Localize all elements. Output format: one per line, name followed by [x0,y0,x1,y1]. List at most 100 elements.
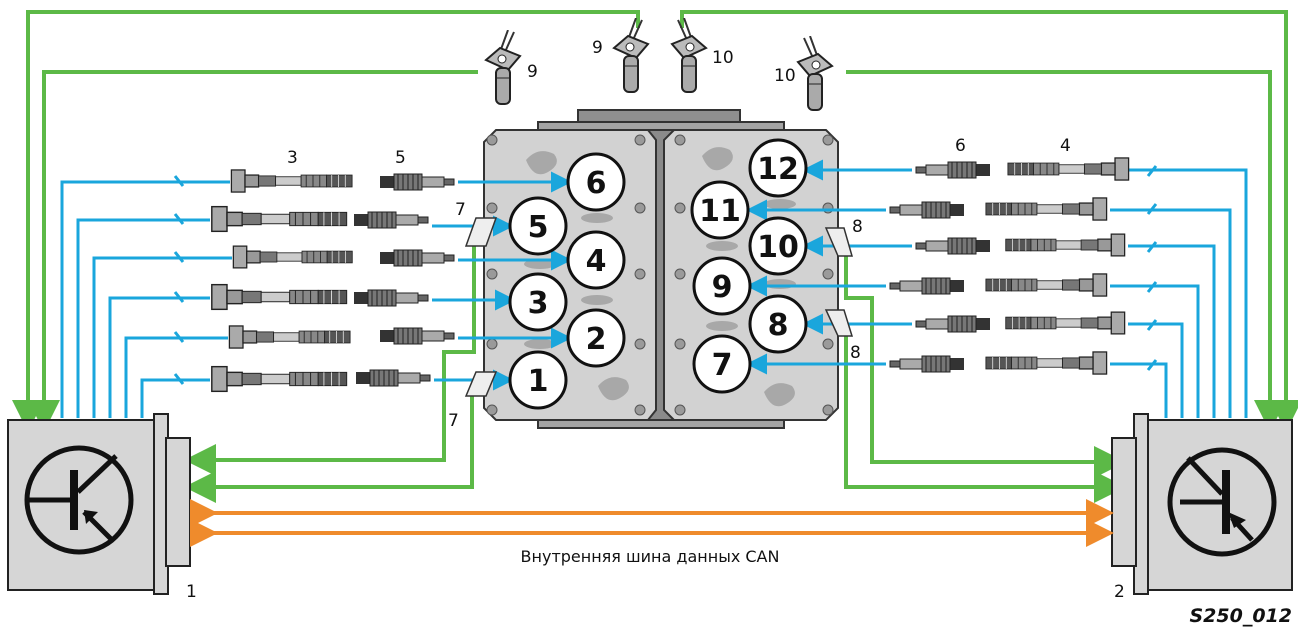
cylinder-6-label: 6 [586,166,607,201]
cylinder-3: 3 [508,272,568,332]
knock-sensor-right-bottom [824,309,854,337]
right-bank-components [889,157,1130,375]
lambda-sensors [485,18,833,111]
label-knock-left-bottom: 7 [448,411,459,431]
spark-plug-1 [355,369,431,387]
label-lambda-c: 10 [712,48,734,68]
wire-lambda-a [12,10,640,432]
ignition-coil-2 [228,325,351,349]
lambda-wires [12,10,1298,432]
wire-coil-10 [1128,244,1216,418]
ignition-coil-11 [985,197,1108,221]
spark-plug-11 [889,201,965,219]
wire-coil-3 [108,296,210,418]
cylinder-5-label: 5 [528,210,549,245]
left-coil-wires [60,175,232,418]
wire-knock-right-top [844,255,1126,478]
spark-plug-7 [889,355,965,373]
right-coil-wires [1110,165,1248,418]
wire-coil-8 [1128,322,1184,418]
spark-plug-5 [353,211,429,229]
cylinders: 1 2 3 4 5 6 7 8 9 10 11 12 [508,138,808,410]
cylinder-10: 10 [748,216,808,276]
ignition-coil-12 [1007,157,1130,181]
spark-plug-9 [889,277,965,295]
wire-coil-5 [76,218,210,418]
cylinder-7: 7 [692,334,752,394]
ignition-coil-5 [210,205,348,233]
cylinder-11-label: 11 [699,194,741,229]
spark-plug-10 [915,237,991,255]
cylinder-6: 6 [566,152,626,212]
cylinder-9-label: 9 [712,270,733,305]
wire-coil-2 [124,336,228,418]
ecu-left [7,413,191,595]
label-ecu-right: 2 [1114,582,1125,602]
cylinder-8-label: 8 [768,308,789,343]
label-lambda-a: 9 [527,62,538,82]
wire-knock-left-bottom [184,390,474,503]
spark-plug-3 [353,289,429,307]
knock-sensor-right-top [824,227,853,257]
lambda-sensor-c [671,18,707,93]
spark-plug-6 [379,173,455,191]
wire-coil-6 [60,180,230,418]
wire-coil-9 [1110,284,1200,418]
cylinder-3-label: 3 [528,286,549,321]
cylinder-5: 5 [508,196,568,256]
wire-coil-12 [1128,168,1248,418]
cylinder-11: 11 [690,180,750,240]
ignition-coil-1 [210,365,348,393]
wire-coil-1 [140,378,210,418]
wire-lambda-c [680,10,1298,432]
label-ecu-left: 1 [186,582,197,602]
ignition-coil-8 [1004,311,1126,335]
cylinder-2-label: 2 [586,322,607,357]
wire-coil-4 [92,256,232,418]
label-lambda-d: 10 [774,66,796,86]
knock-sensor-left-bottom [464,371,498,397]
lambda-sensor-a [485,30,521,105]
ignition-coil-10 [1004,233,1126,257]
spark-plug-2 [379,327,455,345]
cylinder-4-label: 4 [586,244,607,279]
wire-knock-right-bottom [844,330,1126,503]
label-plugs-left: 5 [395,148,406,168]
can-bus: Внутренняя шина данных CAN [190,499,1114,566]
label-coils-left: 3 [287,148,298,168]
knock-sensors [464,217,854,397]
left-plug-arrows [432,171,572,391]
label-knock-left-top: 7 [455,200,466,220]
spark-plug-4 [379,249,455,267]
wire-lambda-b [28,70,478,432]
label-lambda-b: 9 [592,38,603,58]
wire-coil-7 [1110,362,1168,418]
cylinder-12-label: 12 [757,152,799,187]
cylinder-7-label: 7 [712,348,733,383]
lambda-sensor-d [797,36,833,111]
callout-labels: 3 5 6 4 7 7 8 8 9 9 10 10 1 2 S250_012 [186,38,1292,627]
label-plugs-right: 6 [955,136,966,156]
cylinder-8: 8 [748,294,808,354]
lambda-sensor-b [613,18,649,93]
ignition-coil-6 [230,169,353,193]
cylinder-10-label: 10 [757,230,799,265]
spark-plug-8 [915,315,991,333]
label-knock-right-top: 8 [852,217,863,237]
ignition-coil-9 [985,273,1108,297]
can-caption: Внутренняя шина данных CAN [521,547,780,566]
ignition-coil-7 [985,351,1108,375]
figure-reference: S250_012 [1189,605,1292,627]
cylinder-2: 2 [566,308,626,368]
cylinder-4: 4 [566,230,626,290]
wire-lambda-d [846,70,1286,432]
ecu-right [1111,413,1293,595]
wire-coil-11 [1110,208,1232,418]
cylinder-1: 1 [508,350,568,410]
cylinder-9: 9 [692,256,752,316]
knock-sensor-left-top [464,217,498,247]
cylinder-1-label: 1 [528,364,549,399]
left-bank-components [210,169,455,393]
label-knock-right-bottom: 8 [850,343,861,363]
